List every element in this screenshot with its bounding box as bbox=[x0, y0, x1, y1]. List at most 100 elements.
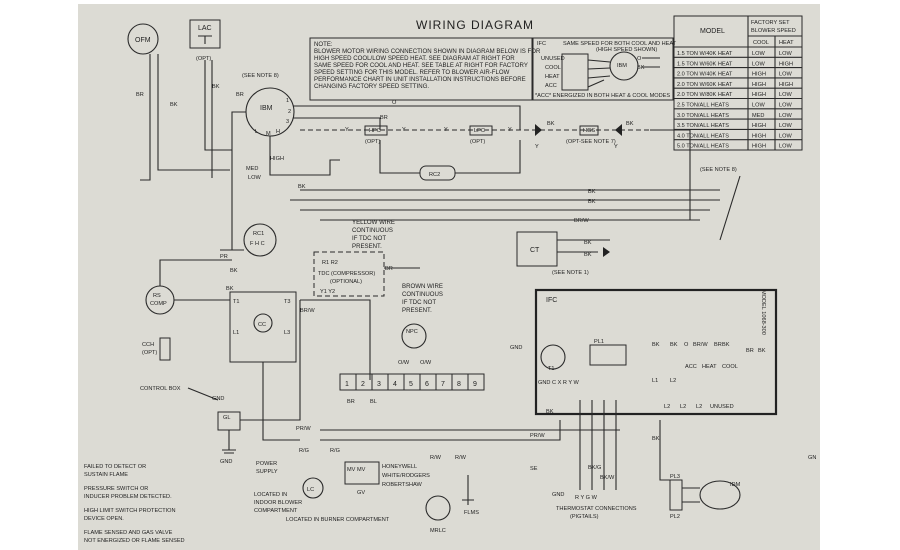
pl1-plug bbox=[589, 344, 627, 366]
svg-text:BK/G: BK/G bbox=[588, 465, 601, 471]
svg-text:SUSTAIN FLAME: SUSTAIN FLAME bbox=[84, 472, 128, 478]
svg-text:BK: BK bbox=[588, 189, 596, 195]
svg-text:BR: BR bbox=[385, 266, 393, 272]
table-header-heat: HEAT bbox=[779, 40, 794, 46]
tdc-label: TDC (COMPRESSOR) bbox=[318, 271, 375, 277]
note-text: BLOWER MOTOR WIRING CONNECTION SHOWN IN … bbox=[314, 48, 541, 90]
gnd-label-left: GND bbox=[212, 396, 224, 402]
svg-text:6: 6 bbox=[425, 381, 429, 388]
svg-text:PL3: PL3 bbox=[670, 474, 680, 480]
idm-motor bbox=[699, 480, 741, 510]
svg-text:HIGH LIMIT SWITCH PROTECTION: HIGH LIMIT SWITCH PROTECTION bbox=[84, 508, 176, 514]
ct-transformer bbox=[516, 231, 558, 267]
svg-text:O/W: O/W bbox=[398, 360, 410, 366]
svg-text:(OPTIONAL): (OPTIONAL) bbox=[330, 279, 362, 285]
hpc-opt-label: (OPT) bbox=[365, 139, 380, 145]
svg-text:BL: BL bbox=[370, 399, 377, 405]
mrlc-label: MRLC bbox=[430, 528, 446, 534]
note-box bbox=[309, 37, 533, 101]
blower-speed-table: MODEL FACTORY SET BLOWER SPEED COOL HEAT… bbox=[673, 15, 803, 151]
svg-text:F H C: F H C bbox=[250, 241, 265, 247]
located-indoor-label: LOCATED IN bbox=[254, 492, 287, 498]
svg-text:R/W: R/W bbox=[430, 455, 442, 461]
svg-text:BK: BK bbox=[170, 102, 178, 108]
svg-text:IBM: IBM bbox=[617, 63, 627, 69]
inset-terminal-block bbox=[561, 53, 589, 91]
ifc-terminal-label: L1 bbox=[652, 378, 658, 384]
inset-title: SAME SPEED FOR BOTH COOL AND HEAT bbox=[563, 41, 677, 47]
svg-text:PRESSURE SWITCH OR: PRESSURE SWITCH OR bbox=[84, 486, 148, 492]
table-cell-cool: LOW bbox=[752, 61, 765, 67]
table-cell-cool: HIGH bbox=[752, 133, 766, 139]
svg-text:Y: Y bbox=[402, 127, 406, 133]
table-cell-cool: HIGH bbox=[752, 92, 766, 98]
svg-text:BR: BR bbox=[136, 92, 144, 98]
lac-box bbox=[189, 19, 221, 49]
table-cell-heat: LOW bbox=[779, 123, 792, 129]
svg-text:O/W: O/W bbox=[420, 360, 432, 366]
table-cell-heat: LOW bbox=[779, 92, 792, 98]
terminal-6: 6 bbox=[419, 373, 437, 391]
ifc-terminal-label: L2 bbox=[670, 378, 676, 384]
svg-text:HEAT: HEAT bbox=[545, 74, 560, 80]
ifc-board bbox=[534, 288, 778, 416]
svg-text:BR/W: BR/W bbox=[300, 308, 315, 314]
ifc-label: IFC bbox=[546, 297, 557, 304]
table-cell-cool: LOW bbox=[752, 51, 765, 57]
svg-text:MV MV: MV MV bbox=[347, 467, 366, 473]
diagram-title: WIRING DIAGRAM bbox=[416, 18, 534, 32]
hgs-label: HGS bbox=[583, 128, 595, 134]
right-edge-label: GN bbox=[808, 455, 816, 461]
table-cell-model: 3.5 TON/ALL HEATS bbox=[677, 123, 729, 129]
cch-label: CCH bbox=[142, 342, 154, 348]
t1-transformer bbox=[540, 344, 566, 370]
svg-text:L: L bbox=[255, 129, 258, 135]
ofm-label: OFM bbox=[135, 37, 151, 44]
table-cell-heat: LOW bbox=[779, 103, 792, 109]
table-header-cool: COOL bbox=[753, 40, 769, 46]
table-cell-model: 4.0 TON/ALL HEATS bbox=[677, 133, 729, 139]
svg-text:O: O bbox=[684, 342, 689, 348]
ifc-terminal-label: L2 bbox=[680, 404, 686, 410]
svg-text:H: H bbox=[276, 129, 280, 135]
terminal-8: 8 bbox=[451, 373, 469, 391]
valve-white-rodgers: WHITE/RODGERS bbox=[382, 473, 430, 479]
ifc-terminal-label: UNUSED bbox=[710, 404, 734, 410]
svg-text:(PIGTAILS): (PIGTAILS) bbox=[570, 514, 599, 520]
svg-text:PRESENT.: PRESENT. bbox=[352, 243, 382, 250]
svg-text:BK/W: BK/W bbox=[600, 475, 615, 481]
svg-text:BK: BK bbox=[546, 409, 554, 415]
npc-label: NPC bbox=[406, 329, 418, 335]
table-cell-cool: LOW bbox=[752, 103, 765, 109]
inset-terminals: UNUSED COOL HEAT ACC bbox=[541, 56, 565, 89]
svg-text:DEVICE OPEN.: DEVICE OPEN. bbox=[84, 516, 124, 522]
svg-text:GND: GND bbox=[220, 459, 232, 465]
inset-footnote: *ACC* ENERGIZED IN BOTH HEAT & COOL MODE… bbox=[535, 93, 670, 99]
svg-text:PRESENT.: PRESENT. bbox=[402, 307, 432, 314]
table-cell-heat: LOW bbox=[779, 144, 792, 150]
power-label: POWER bbox=[256, 461, 277, 467]
svg-text:FLAME SENSED AND GAS VALVE: FLAME SENSED AND GAS VALVE bbox=[84, 530, 173, 536]
rc1-label: RC1 bbox=[253, 231, 264, 237]
svg-text:CHANGING FACTORY SPEED SETTING: CHANGING FACTORY SPEED SETTING. bbox=[314, 83, 429, 90]
svg-text:ACC: ACC bbox=[545, 83, 557, 89]
svg-text:FAILED TO DETECT OR: FAILED TO DETECT OR bbox=[84, 464, 146, 470]
svg-text:BK: BK bbox=[588, 199, 596, 205]
svg-text:BK: BK bbox=[547, 121, 555, 127]
ifc-terminal-label: ACC bbox=[685, 364, 697, 370]
svg-text:BK: BK bbox=[230, 268, 238, 274]
pl1-label: PL1 bbox=[594, 339, 604, 345]
see-note-8-a: (SEE NOTE 8) bbox=[242, 73, 279, 79]
svg-text:BK: BK bbox=[226, 286, 234, 292]
svg-text:L1: L1 bbox=[233, 330, 239, 336]
table-cell-cool: HIGH bbox=[752, 72, 766, 78]
svg-text:R/G: R/G bbox=[330, 448, 340, 454]
svg-text:PR/W: PR/W bbox=[296, 426, 311, 432]
table-cell-model: 1.5 TON W/40K HEAT bbox=[677, 51, 733, 57]
svg-text:BK: BK bbox=[670, 342, 678, 348]
